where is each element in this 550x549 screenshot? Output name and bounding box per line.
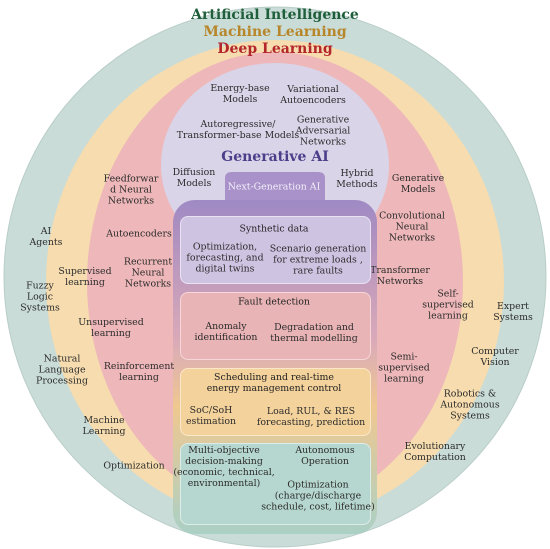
label-evolutionary: Evolutionary Computation: [404, 441, 466, 463]
label-energy-based: Energy-base Models: [210, 83, 270, 105]
label-recurrent: Recurrent Neural Networks: [123, 256, 173, 290]
label-generative-models: Generative Models: [391, 173, 445, 195]
label-hybrid: Hybrid Methods: [336, 168, 378, 190]
dl-title: Deep Learning: [217, 41, 333, 57]
label-semi-supervised: Semi- supervised learning: [378, 351, 430, 385]
label-self-supervised: Self- supervised learning: [422, 288, 474, 322]
label-unsupervised: Unsupervised learning: [78, 317, 144, 339]
label-supervised: Supervised learning: [58, 266, 112, 288]
scheduling-left: SoC/SoH estimation: [185, 405, 237, 427]
panel-synthetic-data: [180, 216, 371, 284]
synthetic-data-title: Synthetic data: [239, 223, 309, 235]
label-autoencoders: Autoencoders: [106, 228, 172, 240]
panel-scheduling: [180, 368, 371, 436]
label-diffusion: Diffusion Models: [172, 167, 216, 189]
ai-title: Artificial Intelligence: [191, 7, 359, 23]
scheduling-title: Scheduling and real-time energy manageme…: [206, 372, 342, 394]
fault-detection-title: Fault detection: [238, 296, 310, 308]
label-gan: Generative Adversarial Networks: [295, 114, 351, 148]
label-ai-agents: AI Agents: [29, 226, 63, 248]
label-machine-learning: Machine Learning: [82, 415, 126, 437]
next-generation-tab: [225, 172, 325, 200]
label-robotics: Robotics & Autonomous Systems: [440, 388, 500, 422]
label-reinforcement: Reinforcement learning: [103, 361, 175, 383]
decision-left: Multi-objective decision-making (economi…: [173, 445, 275, 489]
label-convolutional: Convolutional Neural Networks: [379, 210, 445, 244]
panel-fault-detection: [180, 292, 371, 360]
scheduling-right: Load, RUL, & RES forecasting, prediction: [256, 406, 366, 428]
label-variational: Variational Autoencoders: [280, 84, 346, 106]
label-nlp: Natural Language Processing: [36, 353, 88, 387]
ml-title: Machine Learning: [203, 24, 347, 40]
label-transformer: Transformer Networks: [370, 265, 430, 287]
decision-right-top: Autonomous Operation: [295, 445, 355, 467]
label-autoregressive: Autoregressive/ Transformer-base Models: [176, 119, 300, 141]
fault-right: Degradation and thermal modelling: [270, 322, 358, 344]
label-computer-vision: Computer Vision: [471, 346, 519, 368]
label-feedforward: Feedforwar d Neural Networks: [103, 173, 159, 207]
panel-decision-making: [180, 443, 371, 525]
decision-right-bottom: Optimization (charge/discharge schedule,…: [261, 479, 375, 513]
label-optimization: Optimization: [103, 460, 165, 472]
generative-ai-title: Generative AI: [221, 149, 329, 165]
label-next-generation: Next-Generation AI: [227, 181, 321, 193]
synthetic-left: Optimization, forecasting, and digital t…: [186, 241, 264, 275]
label-fuzzy-logic: Fuzzy Logic Systems: [20, 280, 60, 314]
label-expert-systems: Expert Systems: [493, 301, 533, 323]
fault-left: Anomaly identification: [194, 321, 258, 343]
synthetic-right: Scenario generation for extreme loads , …: [269, 243, 367, 277]
